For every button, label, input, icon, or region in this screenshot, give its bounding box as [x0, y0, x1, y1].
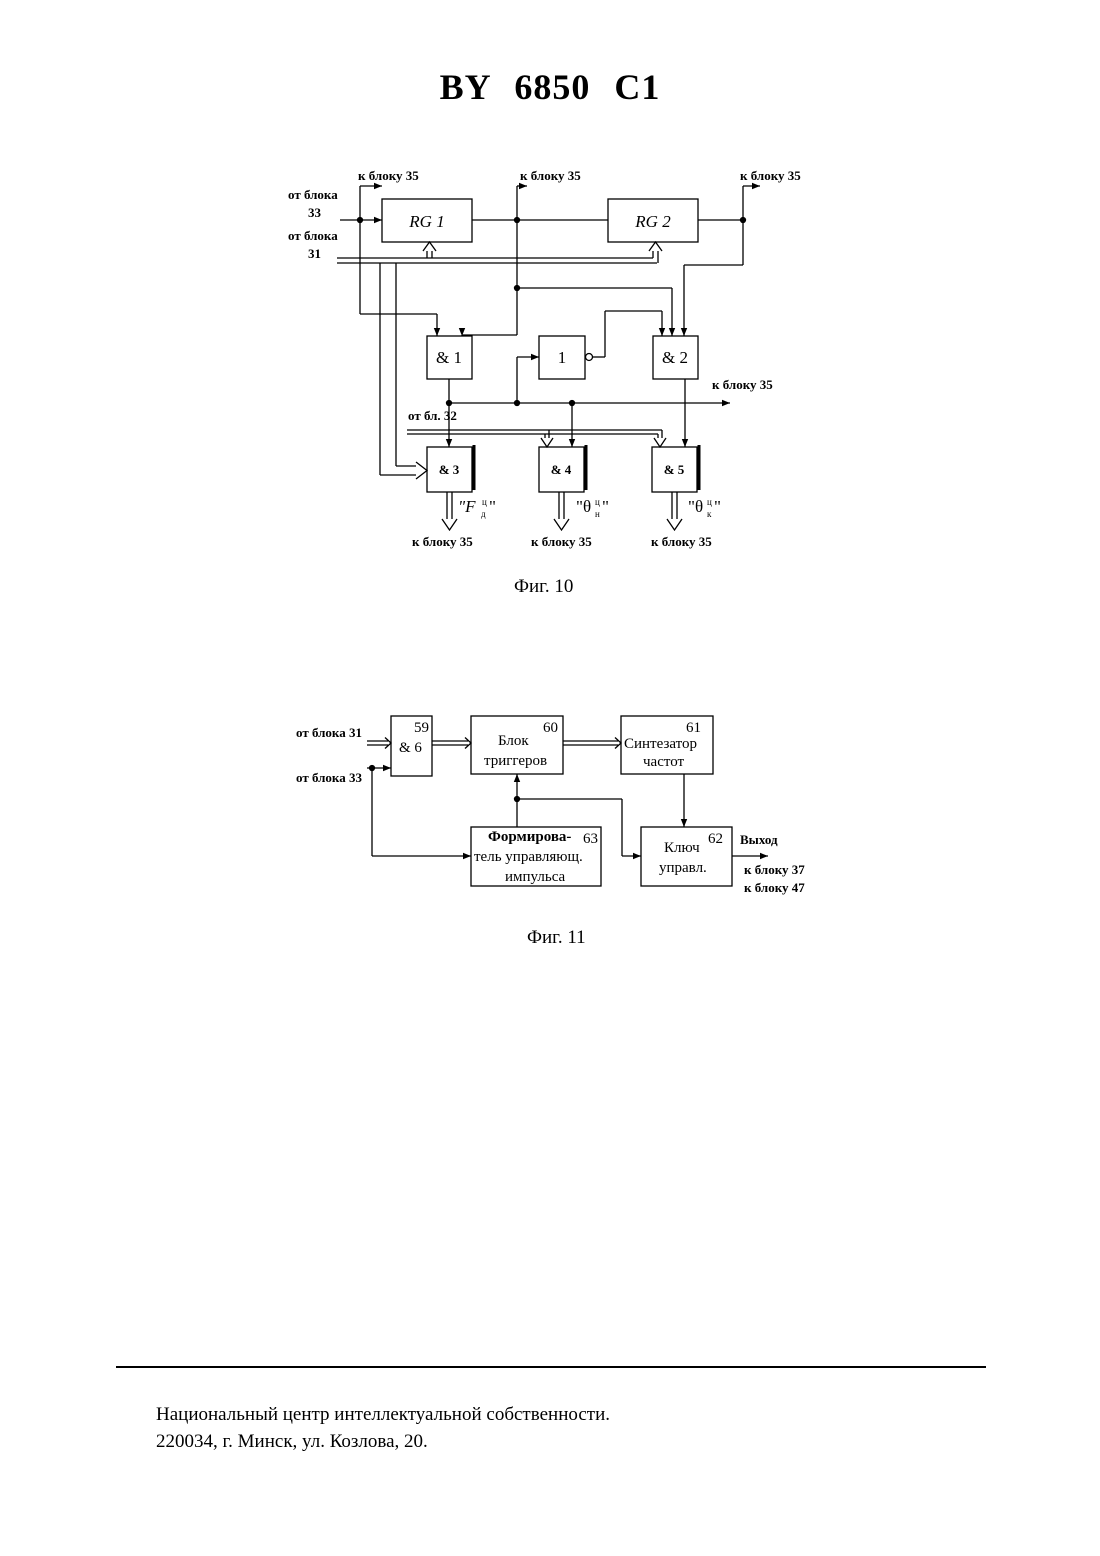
- output-f-label: "F ц д ": [458, 497, 496, 519]
- fig10-diagram: [337, 186, 760, 530]
- output-theta-k-label: "θ ц к ": [688, 497, 721, 519]
- and1-label: & 1: [436, 348, 462, 367]
- svg-text:ц: ц: [595, 497, 600, 507]
- fig11-caption: Фиг. 11: [527, 927, 586, 949]
- label-to-block-35-g: к блоку 35: [651, 534, 712, 549]
- label-from-block-32: от бл. 32: [408, 408, 457, 423]
- svg-text:"F: "F: [458, 497, 476, 516]
- rg2-label: RG 2: [634, 212, 671, 231]
- rg1-label: RG 1: [408, 212, 444, 231]
- block-63-line1: Формирова-: [488, 829, 571, 845]
- label-to-block-35-b: к блоку 35: [520, 168, 581, 183]
- label-to-block-35-f: к блоку 35: [531, 534, 592, 549]
- svg-text:ц: ц: [707, 497, 712, 507]
- label-to-block-35-d: к блоку 35: [712, 377, 773, 392]
- label-to-block-35-c: к блоку 35: [740, 168, 801, 183]
- svg-text:ц: ц: [482, 497, 487, 507]
- block-63-line2: тель управляющ.: [474, 849, 583, 865]
- label-output: Выход: [740, 832, 778, 847]
- not1-label: 1: [558, 348, 567, 367]
- label-to-block-35-a: к блоку 35: [358, 168, 419, 183]
- block-60-number: 60: [543, 720, 558, 736]
- label-from-block-33: от блока: [288, 187, 338, 202]
- label-to-block-47: к блоку 47: [744, 880, 805, 895]
- footer-line-2: 220034, г. Минск, ул. Козлова, 20.: [156, 1428, 610, 1455]
- fig10-caption: Фиг. 10: [514, 576, 573, 598]
- label-33: 33: [308, 205, 322, 220]
- label-to-block-35-e: к блоку 35: [412, 534, 473, 549]
- block-63-line3: импульса: [505, 869, 566, 885]
- svg-text:н: н: [595, 509, 600, 519]
- and3-label: & 3: [439, 462, 460, 477]
- block-62-number: 62: [708, 831, 723, 847]
- block-61-line2: частот: [643, 754, 685, 770]
- label-from-block-33-b: от блока 33: [296, 770, 362, 785]
- label-to-block-37: к блоку 37: [744, 862, 805, 877]
- block-59-label: & 6: [399, 740, 422, 756]
- and2-label: & 2: [662, 348, 688, 367]
- label-from-block-31-b: от блока 31: [296, 725, 362, 740]
- label-from-block-31: от блока: [288, 228, 338, 243]
- svg-text:"θ: "θ: [688, 497, 703, 516]
- svg-text:д: д: [481, 509, 486, 519]
- and4-label: & 4: [551, 462, 572, 477]
- footer-divider: [116, 1366, 986, 1368]
- block-63-number: 63: [583, 831, 598, 847]
- block-60-line2: триггеров: [484, 753, 547, 769]
- footer-line-1: Национальный центр интеллектуальной собс…: [156, 1401, 610, 1428]
- svg-text:к: к: [707, 509, 712, 519]
- and5-label: & 5: [664, 462, 685, 477]
- block-59-number: 59: [414, 720, 429, 736]
- footer: Национальный центр интеллектуальной собс…: [156, 1401, 610, 1455]
- svg-text:": ": [489, 497, 496, 516]
- svg-text:"θ: "θ: [576, 497, 591, 516]
- block-61-line1: Синтезатор: [624, 736, 697, 752]
- output-theta-n-label: "θ ц н ": [576, 497, 609, 519]
- block-60-line1: Блок: [498, 733, 529, 749]
- block-62-line1: Ключ: [664, 840, 700, 856]
- block-61-number: 61: [686, 720, 701, 736]
- block-62-line2: управл.: [659, 860, 707, 876]
- svg-text:": ": [714, 497, 721, 516]
- svg-text:": ": [602, 497, 609, 516]
- label-31: 31: [308, 246, 321, 261]
